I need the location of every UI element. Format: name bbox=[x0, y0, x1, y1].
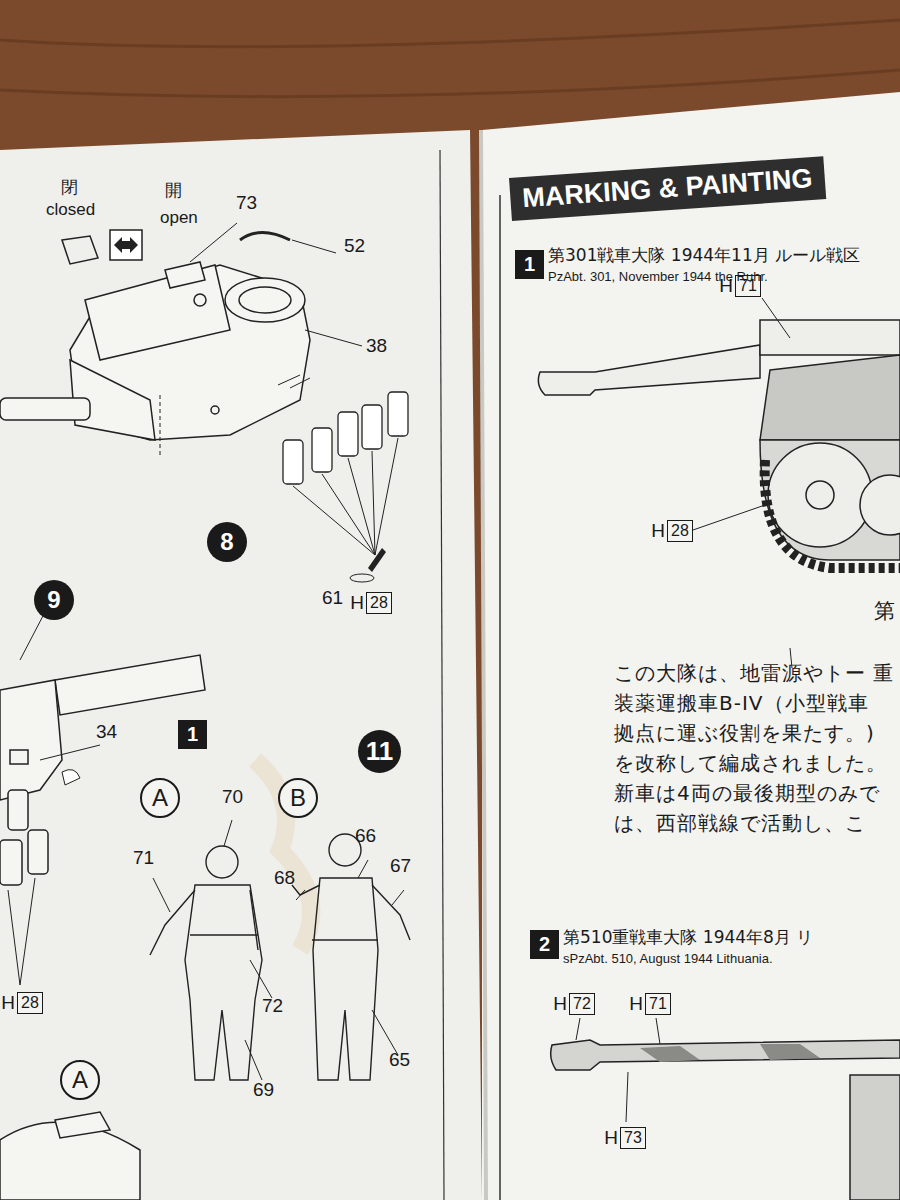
paint-code-box: H71 bbox=[645, 993, 671, 1015]
callout-number: 67 bbox=[390, 856, 411, 877]
callout-number: 66 bbox=[355, 826, 376, 847]
node-text: 9 bbox=[47, 586, 60, 614]
step-number: 8 bbox=[207, 522, 247, 562]
paint-code-box: H28 bbox=[366, 592, 392, 614]
callout-number: 71 bbox=[133, 848, 154, 869]
node-text: B bbox=[290, 784, 306, 812]
node-text: 1 bbox=[187, 723, 198, 746]
note-text: PzAbt. 301, November 1944 the Ruhr. bbox=[548, 270, 768, 284]
paint-prefix: H bbox=[350, 592, 364, 614]
paint-code-box: H72 bbox=[569, 993, 595, 1015]
callout-number: 70 bbox=[222, 787, 243, 808]
callout-number: 68 bbox=[274, 868, 295, 889]
callout-number: 69 bbox=[253, 1080, 274, 1101]
node-text: 1 bbox=[524, 253, 535, 276]
paint-code-box: H73 bbox=[620, 1127, 646, 1149]
node-text: 73 bbox=[624, 1129, 642, 1147]
node-text: 8 bbox=[220, 528, 233, 556]
step-number: 9 bbox=[34, 580, 74, 620]
callout-number: 72 bbox=[262, 996, 283, 1017]
paint-code-box: H28 bbox=[667, 520, 693, 542]
marking-number: 2 bbox=[530, 930, 559, 959]
note-text: この大隊は、地雷源やトー 重装薬運搬車B-IV（小型戦車 拠点に運ぶ役割を果たす… bbox=[614, 658, 896, 838]
note-text: 開 bbox=[165, 181, 182, 200]
callout-number: 52 bbox=[344, 236, 365, 257]
paint-prefix: H bbox=[629, 993, 643, 1015]
option-circle: A bbox=[140, 778, 180, 818]
note-text: open bbox=[160, 209, 198, 228]
note-text: 第 bbox=[874, 600, 895, 623]
node-text: A bbox=[152, 784, 168, 812]
paint-prefix: H bbox=[651, 520, 665, 542]
marking-number: 1 bbox=[178, 720, 207, 749]
paint-code-box: H28 bbox=[17, 992, 43, 1014]
paint-prefix: H bbox=[1, 992, 15, 1014]
option-circle: B bbox=[278, 778, 318, 818]
paint-prefix: H bbox=[553, 993, 567, 1015]
node-text: 71 bbox=[649, 995, 667, 1013]
callout-number: 73 bbox=[236, 193, 257, 214]
node-text: 2 bbox=[539, 933, 550, 956]
option-circle: A bbox=[60, 1060, 100, 1100]
node-text: A bbox=[72, 1066, 88, 1094]
node-text: 72 bbox=[573, 995, 591, 1013]
note-text: 第301戦車大隊 1944年11月 ルール戦区 bbox=[548, 246, 860, 265]
callout-number: 65 bbox=[389, 1050, 410, 1071]
note-text: 第510重戦車大隊 1944年8月 リ bbox=[563, 928, 813, 947]
marking-number: 1 bbox=[515, 250, 544, 279]
callout-number: 38 bbox=[366, 336, 387, 357]
callout-number: 34 bbox=[96, 722, 117, 743]
title-band: MARKING & PAINTING bbox=[509, 156, 826, 221]
node-text: 28 bbox=[370, 594, 388, 612]
title-text: MARKING & PAINTING bbox=[521, 163, 813, 213]
node-text: 28 bbox=[21, 994, 39, 1012]
note-text: sPzAbt. 510, August 1944 Lithuania. bbox=[563, 952, 773, 966]
step-number: 11 bbox=[358, 730, 401, 773]
note-text: closed bbox=[46, 201, 95, 220]
node-text: 28 bbox=[671, 522, 689, 540]
note-text: 閉 bbox=[61, 178, 78, 197]
node-text: 11 bbox=[366, 736, 394, 767]
paint-prefix: H bbox=[604, 1127, 618, 1149]
callout-number: 61 bbox=[322, 588, 343, 609]
